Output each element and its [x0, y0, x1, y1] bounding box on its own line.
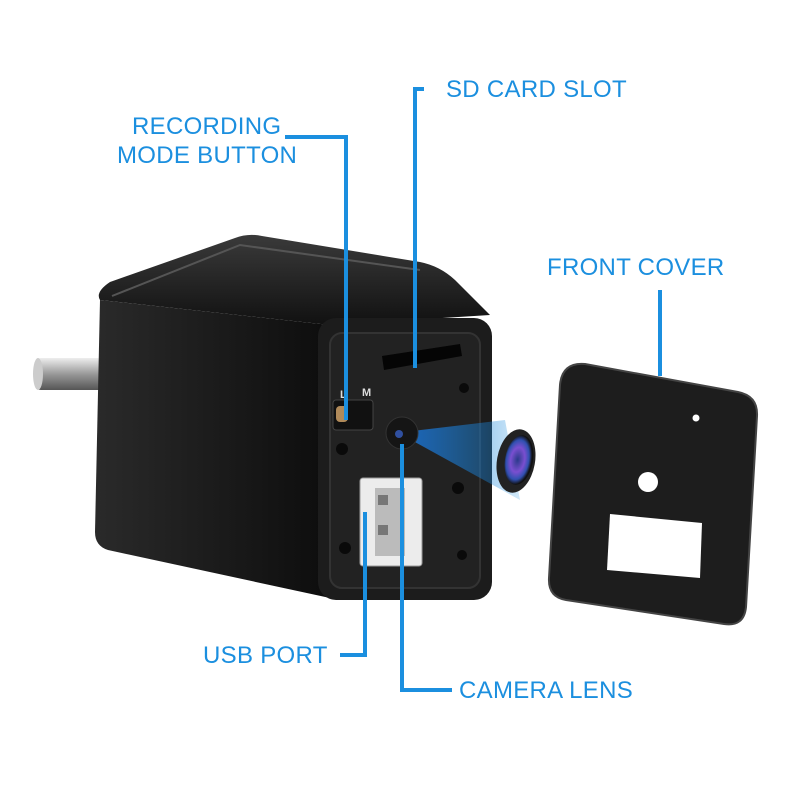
sd-card-slot — [382, 344, 462, 370]
device-body — [95, 234, 492, 600]
camera-lens-part — [496, 429, 536, 493]
lens-beam — [404, 420, 520, 500]
label-usb-port: USB PORT — [203, 642, 328, 669]
label-front-cover: FRONT COVER — [547, 254, 725, 281]
callout-line-sd — [413, 87, 424, 368]
switch-mark-m: M — [362, 387, 371, 399]
label-recording-line1: RECORDING — [132, 113, 282, 140]
camera-mount — [385, 416, 419, 450]
label-sd-card-slot: SD CARD SLOT — [446, 76, 627, 103]
plug-pin — [33, 358, 105, 390]
callout-line-recording — [285, 135, 348, 420]
callout-lines — [285, 87, 662, 692]
callout-line-usb — [340, 512, 367, 657]
usb-port — [359, 477, 423, 567]
screw-holes — [336, 383, 469, 560]
cover-led-hole — [692, 414, 700, 422]
callout-line-lens — [400, 444, 452, 692]
switch-mark-l: L — [340, 389, 347, 401]
cover-lens-hole — [638, 472, 658, 492]
label-camera-lens: CAMERA LENS — [459, 677, 634, 704]
label-recording-line2: MODE BUTTON — [117, 142, 298, 169]
front-cover — [547, 362, 759, 626]
cover-usb-window — [607, 514, 702, 578]
